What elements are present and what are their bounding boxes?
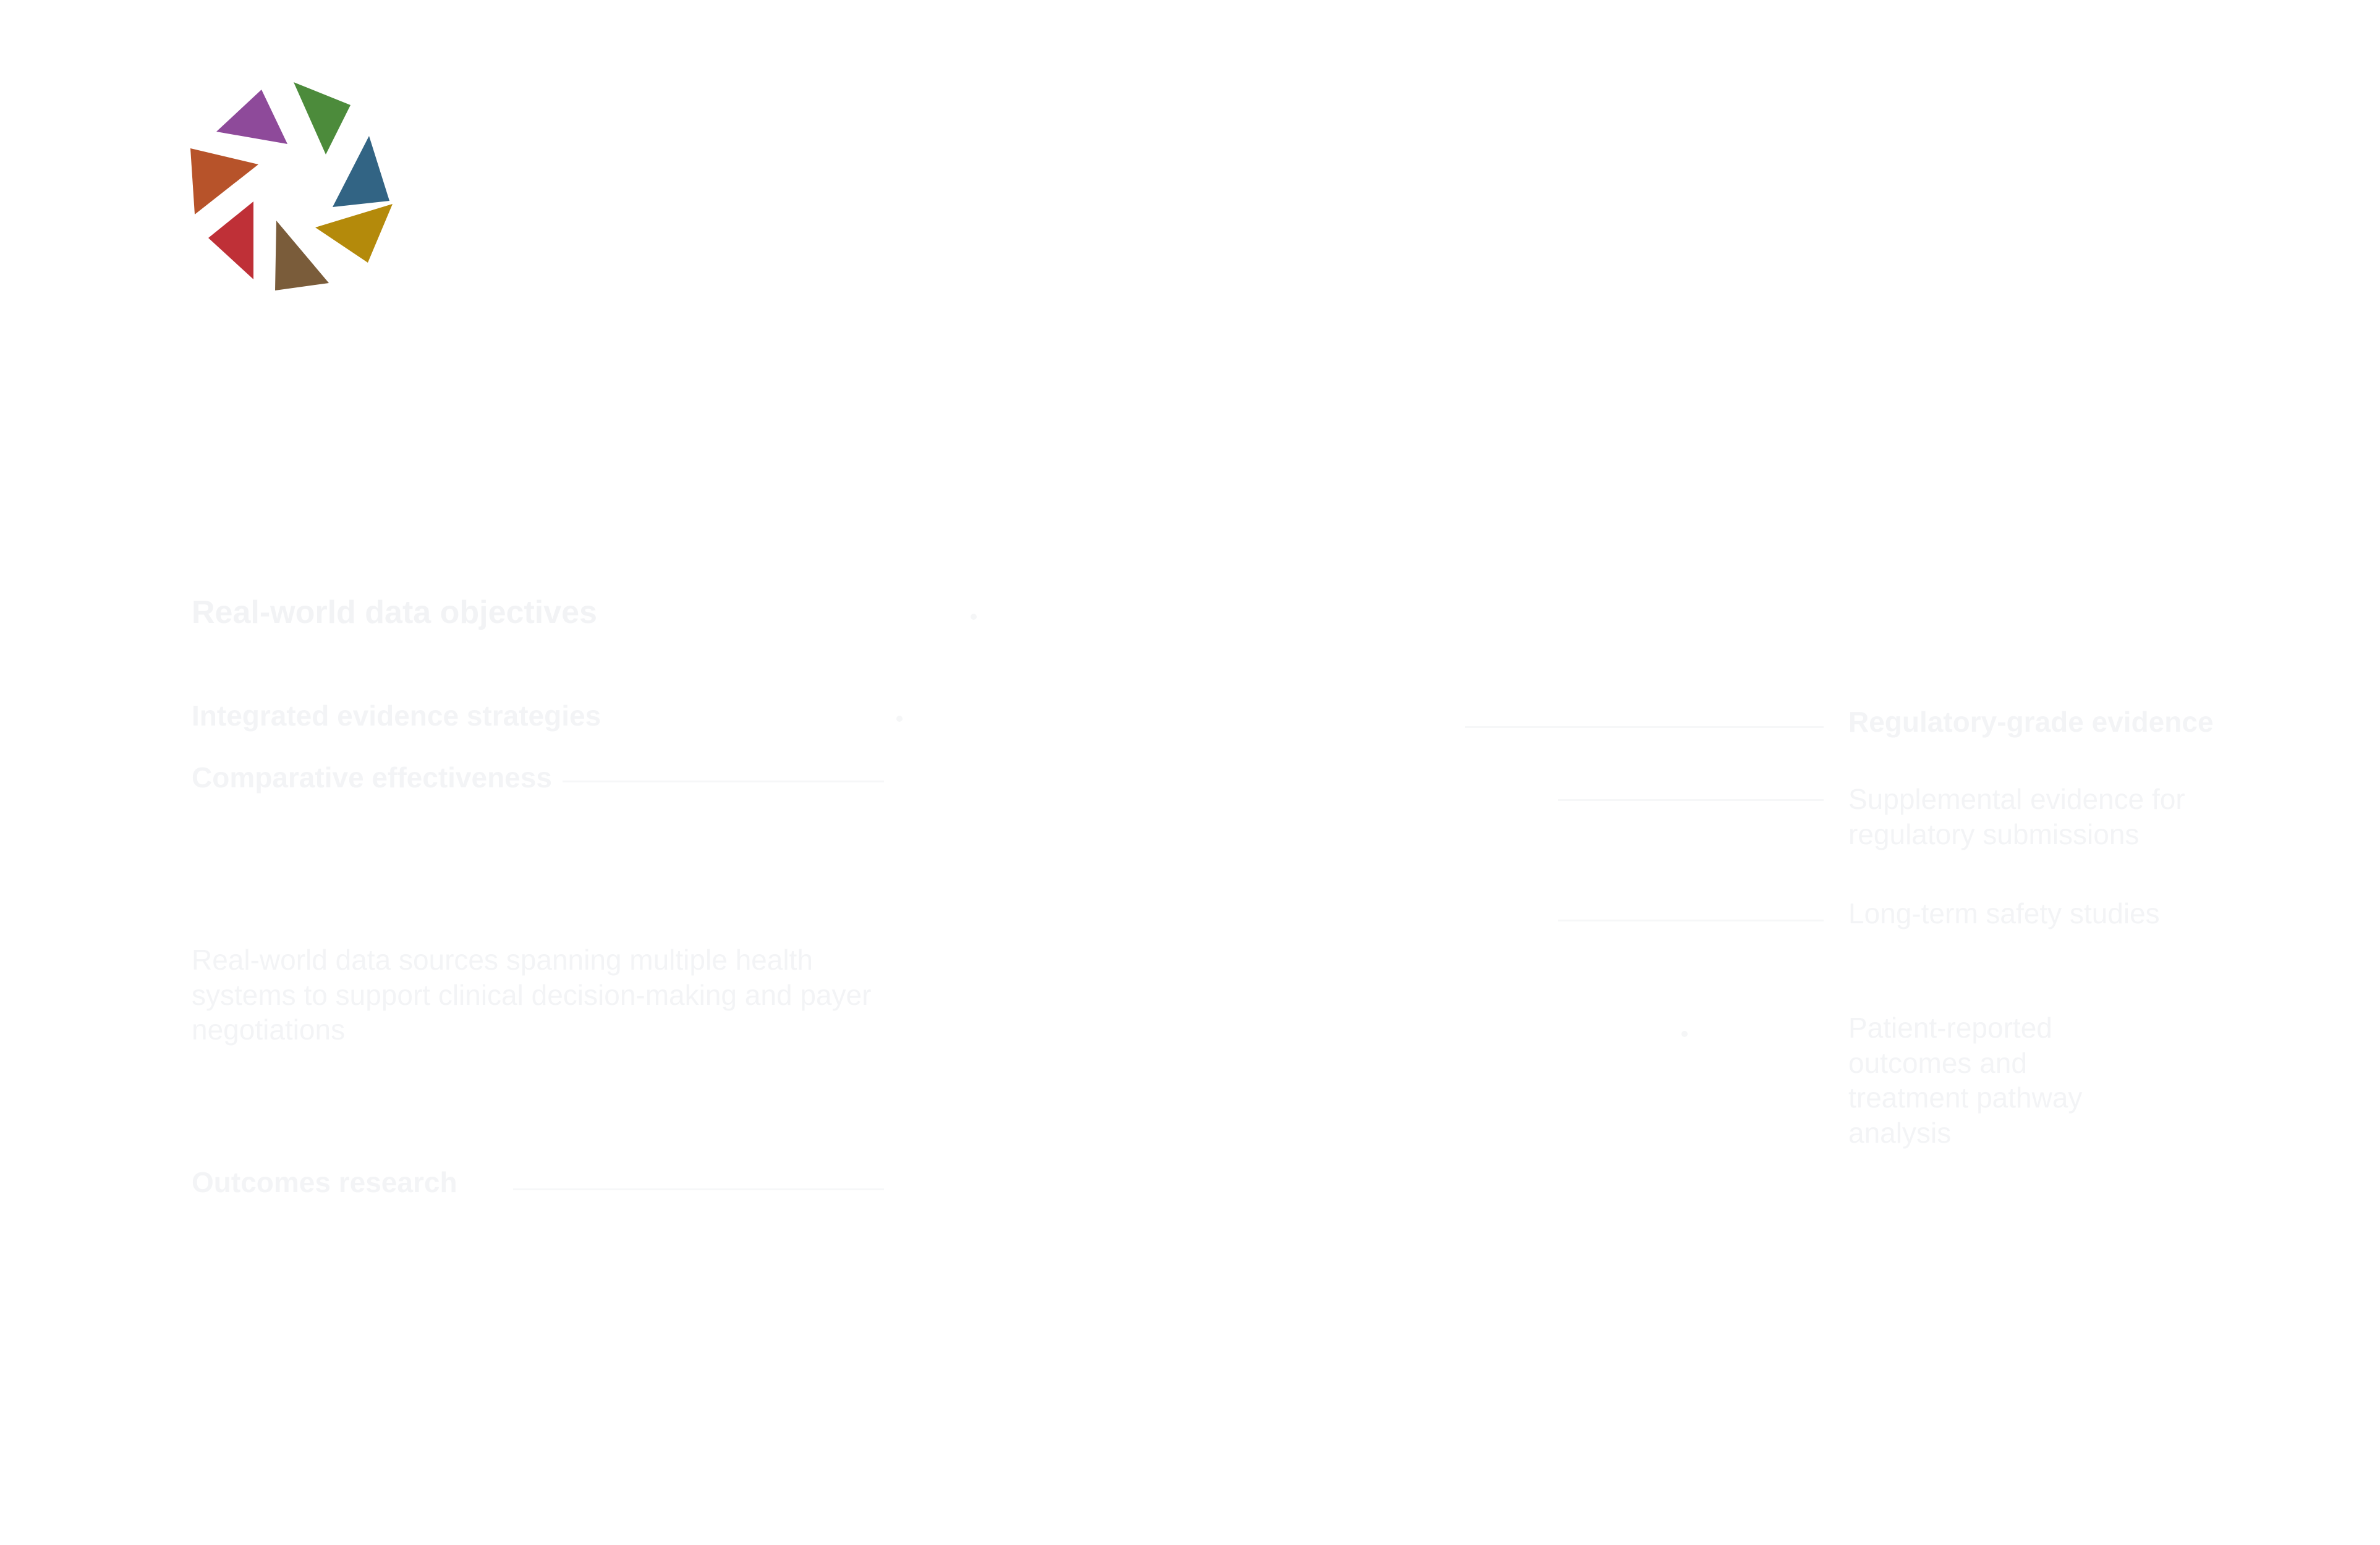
aperture-logo [189,77,405,294]
divider [1558,799,1824,801]
body-text: Real-world data sources spanning multipl… [192,944,872,1046]
logo-segment-purple [216,90,287,144]
right-item-2: Supplemental evidence for regulatory sub… [1848,783,2185,850]
section-heading: Real-world data objectives [192,595,597,630]
logo-segment-brown [275,221,329,290]
right-item-3: Long-term safety studies [1848,897,2160,929]
divider [513,1188,884,1190]
divider [1558,920,1824,921]
marker-dot [1681,1031,1688,1037]
marker-dot [896,716,903,722]
aperture-logo-icon [190,82,393,290]
logo-segment-blue [333,136,389,207]
first-item: Comparative effectiveness [192,761,552,794]
logo-segment-gold [315,204,393,263]
marker-dot [971,614,977,620]
logo-segment-red [208,201,253,279]
right-item-1: Regulatory-grade evidence [1848,706,2214,738]
intro-heading: Integrated evidence strategies [192,700,601,732]
logo-segment-orange [190,148,258,214]
divider [1465,726,1824,728]
footer-text: Outcomes research [192,1166,457,1198]
logo-segment-green [294,82,351,154]
right-item-4: Patient-reported outcomes and treatment … [1848,1012,2083,1149]
divider [563,781,884,782]
